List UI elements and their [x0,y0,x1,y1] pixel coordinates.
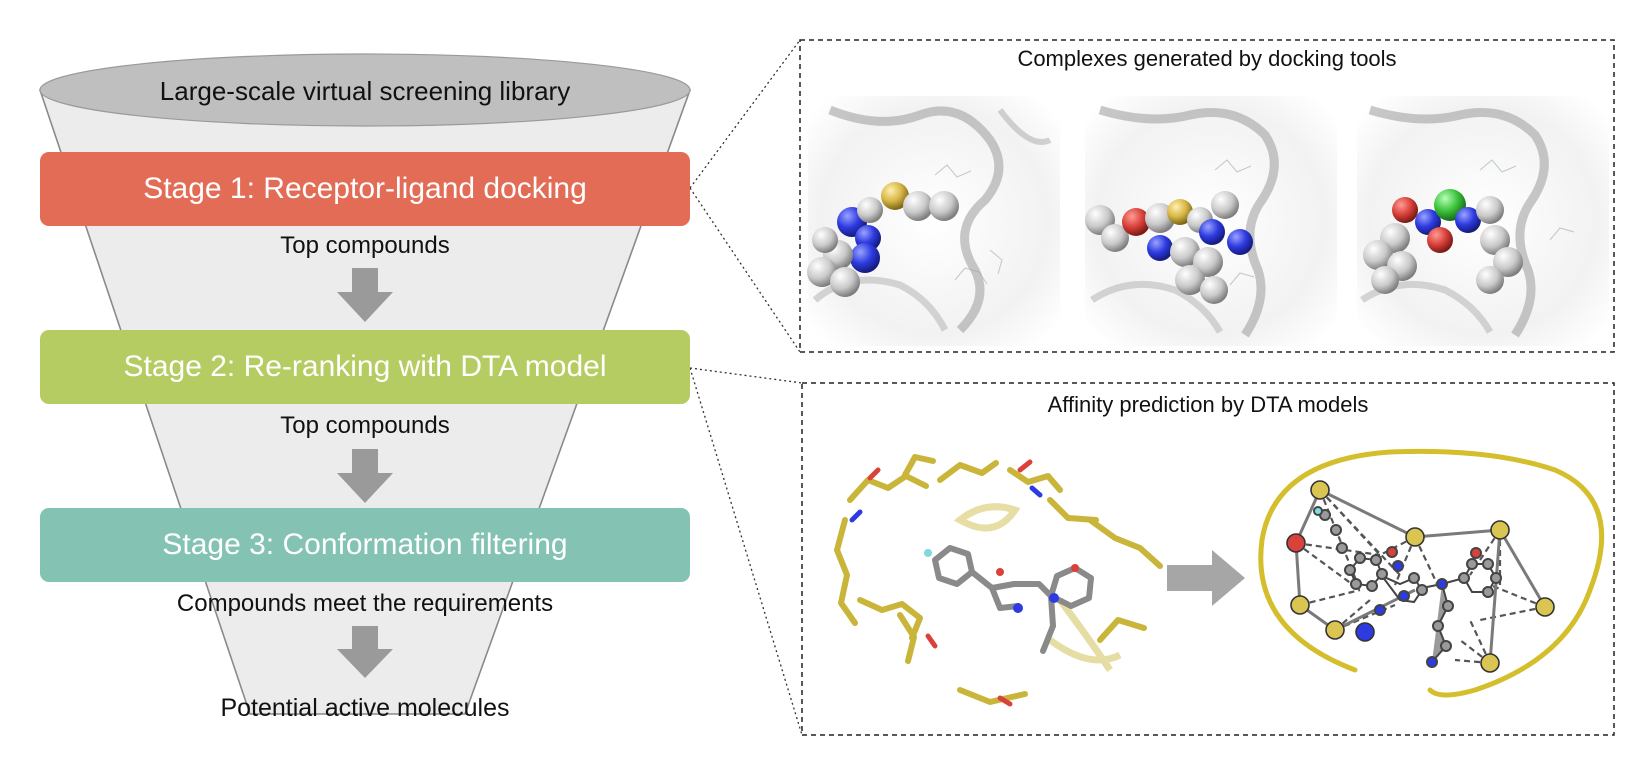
protein-ligand-stick-image [834,454,1163,707]
down-arrow-icon [337,449,393,503]
stage1-label: Stage 1: Receptor-ligand docking [143,172,587,205]
interaction-graph [1258,448,1605,698]
stage2-bar: Stage 2: Re-ranking with DTA model [40,330,690,404]
docking-complex-image-3 [1357,96,1609,346]
connector-lines [689,39,803,736]
library-label: Large-scale virtual screening library [159,76,571,106]
funnel-top-ellipse [39,53,691,127]
stage3-bar: Stage 3: Conformation filtering [40,508,690,582]
funnel-arrows [337,268,393,678]
stage1-output-label: Top compounds [280,232,450,259]
affinity-panel-title: Affinity prediction by DTA models [1047,392,1369,417]
right-arrow-icon [1167,550,1245,606]
stage2-label: Stage 2: Re-ranking with DTA model [123,350,607,383]
final-output-label: Potential active molecules [220,694,510,722]
down-arrow-icon [337,268,393,322]
down-arrow-icon [337,626,393,678]
stage1-bar: Stage 1: Receptor-ligand docking [40,152,690,226]
affinity-panel-frame [801,382,1615,736]
stage2-output-label: Top compounds [280,412,450,439]
docking-complex-image-1 [807,96,1060,346]
stage3-output-label: Compounds meet the requirements [176,590,554,617]
docking-panel-title: Complexes generated by docking tools [1017,46,1397,71]
docking-panel-frame [799,39,1615,353]
stage3-label: Stage 3: Conformation filtering [162,528,568,561]
docking-complex-image-2 [1085,96,1337,346]
